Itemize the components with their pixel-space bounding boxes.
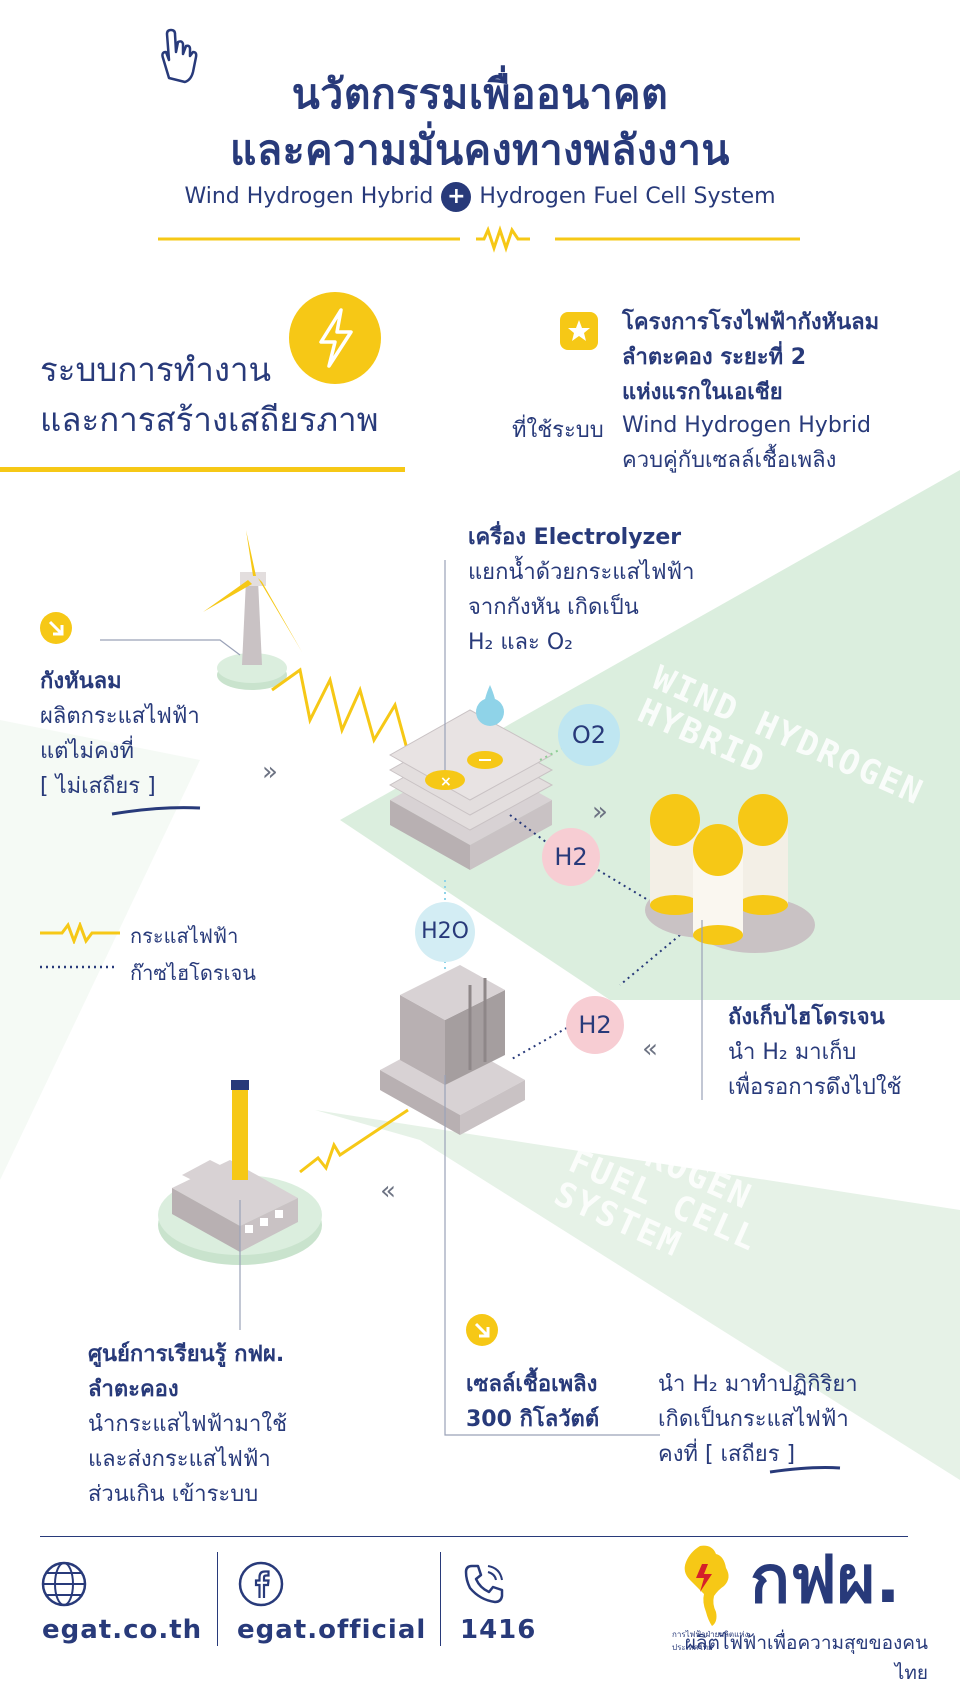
svg-text:»: » [380, 1177, 396, 1207]
page-subtitle: Wind Hydrogen Hybrid + Hydrogen Fuel Cell … [0, 182, 960, 212]
section-heading-line1: ระบบการทำงาน [40, 350, 272, 389]
electrolyzer-line1: แยกน้ำด้วยกระแสไฟฟ้า [468, 560, 695, 585]
svg-text:»: » [592, 797, 608, 827]
wind-hydrogen-band [340, 470, 960, 1000]
hydrogen-legend-icon [40, 965, 116, 969]
logo-small-text: การไฟฟ้าฝ่ายผลิตแห่งประเทศไทย [672, 1630, 749, 1652]
project-title3: แห่งแรกในเอเชีย [622, 380, 783, 405]
electrolyzer-illustration: × [388, 685, 554, 870]
egat-slogan: ผลิตไฟฟ้าเพื่อความสุขของคนไทย [684, 1632, 928, 1684]
wind-turbine-title: กังหันลม [40, 669, 122, 694]
learning-center-line3: ส่วนเกิน เข้าระบบ [88, 1482, 259, 1507]
wind-turbine-line3: [ ไม่เสถียร ] [40, 774, 156, 799]
learning-center-title1: ศูนย์การเรียนรู้ กฟผ. [88, 1342, 285, 1367]
electric-legend-icon [40, 922, 120, 944]
legend-hydrogen: ก๊าซไฮโดรเจน [130, 961, 256, 985]
project-system-name: Wind Hydrogen Hybrid [622, 413, 871, 438]
electrolyzer-text: เครื่อง Electrolyzer แยกน้ำด้วยกระแสไฟฟ้… [468, 520, 694, 660]
wind-turbine-line1: ผลิตกระแสไฟฟ้า [40, 704, 200, 729]
section-heading: ระบบการทำงาน และการสร้างเสถียรภาพ [40, 345, 378, 445]
page-title-line2: และความมั่นคงทางพลังงาน [230, 126, 730, 174]
learning-center-title2: ลำตะคอง [88, 1377, 179, 1402]
egat-map-logo-icon [684, 1545, 729, 1626]
project-system: Wind Hydrogen Hybrid ควบคู่กับเซลล์เชื้อ… [622, 408, 871, 478]
wind-turbine-text: กังหันลม ผลิตกระแสไฟฟ้า แต่ไม่คงที่ [ ไม… [40, 664, 200, 804]
electrolyzer-line2: จากกังหัน เกิดเป็น [468, 595, 639, 620]
fuel-cell-band [315, 1110, 960, 1480]
fuel-cell-title1: เซลล์เชื้อเพลิง [466, 1372, 598, 1397]
o2-bubble: O2 [558, 704, 620, 766]
header-divider [158, 225, 800, 253]
fuel-cell-line3: คงที่ [ เสถียร ] [658, 1442, 796, 1467]
wind-arrow-badge-icon [40, 612, 72, 644]
project-title2: ลำตะคอง ระยะที่ 2 [622, 345, 807, 370]
fuel-cell-desc: นำ H₂ มาทำปฏิกิริยา เกิดเป็นกระแสไฟฟ้า ค… [658, 1367, 858, 1472]
phone-number[interactable]: 1416 [460, 1615, 537, 1645]
page-title-line1: นวัตกรรมเพื่ออนาคต [291, 70, 669, 118]
phone-icon [464, 1564, 504, 1604]
h2o-bubble: H2O [415, 902, 475, 962]
facebook-icon [238, 1561, 284, 1607]
fuel-cell-illustration [380, 965, 525, 1135]
fuel-cell-arrow-badge-icon [466, 1314, 498, 1346]
footer-sep-1 [217, 1552, 218, 1646]
svg-text:»: » [642, 1035, 658, 1065]
globe-icon [41, 1561, 87, 1607]
hydrogen-tanks-illustration [645, 794, 815, 953]
electrolyzer-title: เครื่อง Electrolyzer [468, 525, 682, 550]
storage-line2: เพื่อรอการดึงไปใช้ [728, 1075, 902, 1100]
project-paired: ควบคู่กับเซลล์เชื้อเพลิง [622, 448, 837, 473]
fuel-cell-title2: 300 กิโลวัตต์ [466, 1407, 600, 1432]
storage-title: ถังเก็บไฮโดรเจน [728, 1005, 885, 1030]
learning-center-line2: และส่งกระแสไฟฟ้า [88, 1447, 271, 1472]
h2-bottom-bubble: H2 [566, 996, 624, 1054]
wind-turbine-illustration [203, 530, 302, 690]
electrolyzer-line3: H₂ และ O₂ [468, 630, 573, 655]
plus-icon: + [441, 182, 472, 212]
egat-logo-text: กฟผ. [750, 1541, 901, 1618]
section-underline [0, 467, 405, 472]
wind-turbine-line2: แต่ไม่คงที่ [40, 739, 134, 764]
h2-top-bubble: H2 [542, 828, 600, 886]
subtitle-wind-hydrogen: Wind Hydrogen Hybrid [184, 184, 434, 209]
star-icon [560, 312, 598, 350]
fuel-cell-line1: นำ H₂ มาทำปฏิกิริยา [658, 1372, 858, 1397]
section-heading-line2: และการสร้างเสถียรภาพ [40, 400, 379, 439]
svg-text:»: » [262, 757, 278, 787]
svg-text:×: × [440, 774, 452, 790]
pointing-hand-icon [161, 28, 198, 84]
storage-text: ถังเก็บไฮโดรเจน นำ H₂ มาเก็บ เพื่อรอการด… [728, 1000, 902, 1105]
facebook-link[interactable]: egat.official [237, 1615, 427, 1645]
footer-sep-2 [440, 1552, 441, 1646]
lightning-icon [289, 292, 381, 384]
legend-electric: กระแสไฟฟ้า [130, 924, 239, 948]
subtitle-fuel-cell: Hydrogen Fuel Cell System [479, 184, 776, 209]
storage-line1: นำ H₂ มาเก็บ [728, 1040, 857, 1065]
left-shade [0, 720, 200, 1180]
footer-divider [40, 1536, 908, 1537]
project-title1: โครงการโรงไฟฟ้ากังหันลม [622, 310, 880, 335]
project-prefix: ที่ใช้ระบบ [512, 418, 604, 443]
fuel-cell-title: เซลล์เชื้อเพลิง 300 กิโลวัตต์ [466, 1367, 599, 1437]
learning-center-line1: นำกระแสไฟฟ้ามาใช้ [88, 1412, 288, 1437]
website-link[interactable]: egat.co.th [42, 1615, 203, 1645]
learning-center-text: ศูนย์การเรียนรู้ กฟผ. ลำตะคอง นำกระแสไฟฟ… [88, 1337, 287, 1512]
fuel-cell-line2: เกิดเป็นกระแสไฟฟ้า [658, 1407, 849, 1432]
project-info: โครงการโรงไฟฟ้ากังหันลม ลำตะคอง ระยะที่ … [622, 305, 879, 410]
